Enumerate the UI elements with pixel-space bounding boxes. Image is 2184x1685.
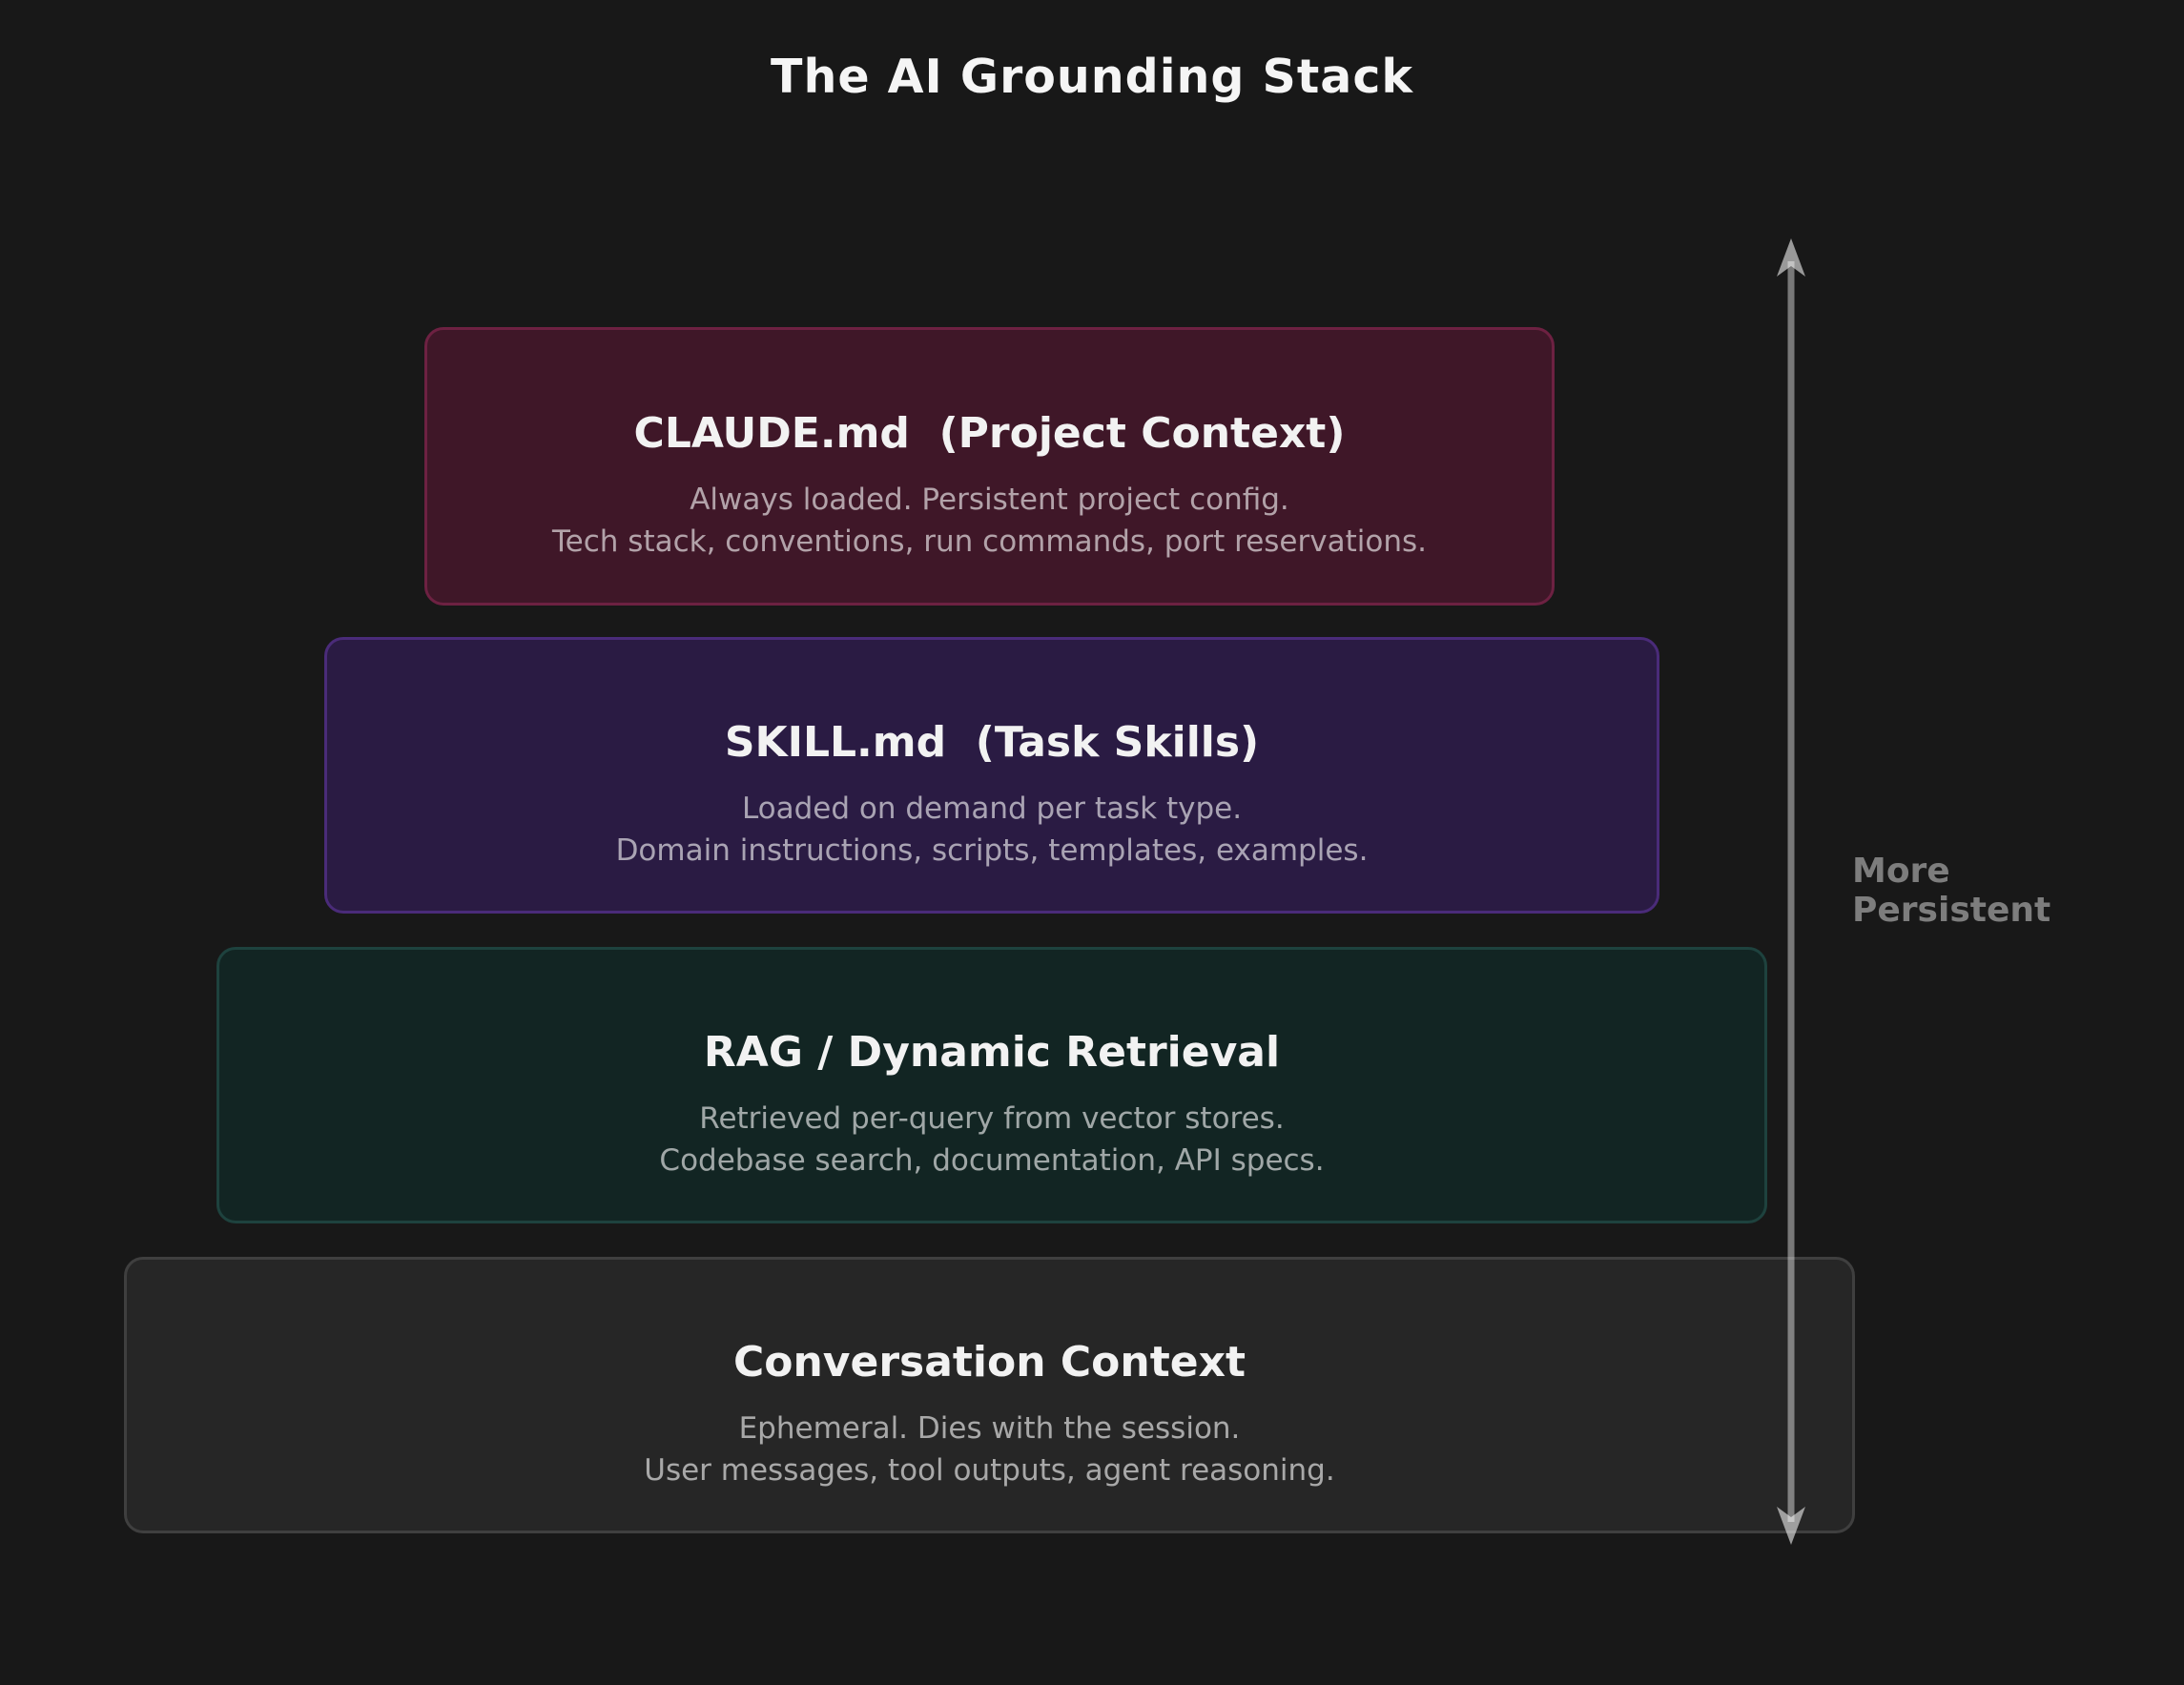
layer-conversation-desc2: User messages, tool outputs, agent reaso… [644, 1452, 1335, 1488]
axis-label-line2: Persistent [1852, 891, 2051, 930]
layer-conversation-context: Conversation Context Ephemeral. Dies wit… [124, 1257, 1855, 1533]
layer-rag-desc1: Retrieved per-query from vector stores. [699, 1100, 1285, 1136]
layer-rag-desc2: Codebase search, documentation, API spec… [659, 1142, 1325, 1178]
layer-rag-title: RAG / Dynamic Retrieval [703, 1027, 1281, 1077]
layer-skill-md-desc1: Loaded on demand per task type. [741, 791, 1243, 826]
axis-label-more-persistent: More Persistent [1852, 852, 2050, 930]
layer-claude-md: CLAUDE.md (Project Context) Always loade… [424, 327, 1555, 606]
layer-claude-md-desc2: Tech stack, conventions, run commands, p… [552, 524, 1427, 559]
layer-claude-md-title: CLAUDE.md (Project Context) [633, 408, 1346, 458]
layer-conversation-title: Conversation Context [732, 1337, 1247, 1387]
layer-claude-md-desc1: Always loaded. Persistent project config… [690, 482, 1289, 517]
axis-label-line1: More [1852, 852, 1950, 891]
layer-conversation-desc1: Ephemeral. Dies with the session. [738, 1410, 1241, 1446]
layer-skill-md-desc2: Domain instructions, scripts, templates,… [615, 832, 1369, 868]
layer-rag-dynamic-retrieval: RAG / Dynamic Retrieval Retrieved per-qu… [216, 947, 1767, 1223]
page-title: The AI Grounding Stack [771, 50, 1413, 104]
layer-skill-md-title: SKILL.md (Task Skills) [724, 717, 1260, 767]
layer-skill-md: SKILL.md (Task Skills) Loaded on demand … [324, 637, 1659, 914]
